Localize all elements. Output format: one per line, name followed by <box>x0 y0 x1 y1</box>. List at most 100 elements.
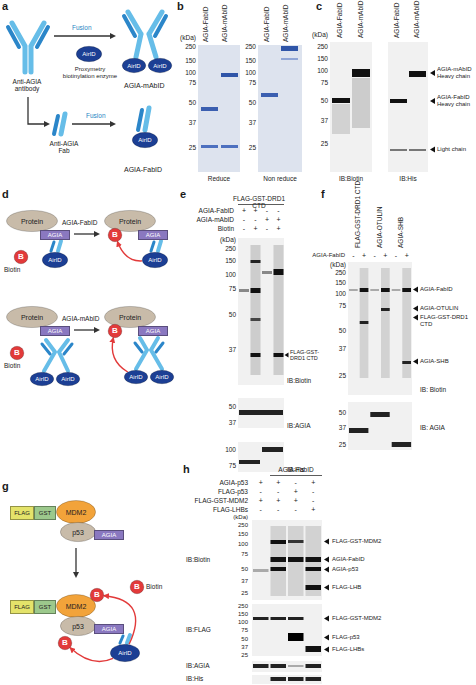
blot-image <box>262 447 283 452</box>
band-label: FLAG-LHBs <box>332 646 364 653</box>
blot-image <box>288 557 304 562</box>
biotin-circle: B <box>58 636 72 650</box>
blot-label: IB:Biotin <box>287 377 311 384</box>
node-text: GST <box>39 510 51 516</box>
band-pointer <box>324 585 329 591</box>
biotin-circle-fill <box>130 580 144 593</box>
sign-mark: - <box>251 216 261 224</box>
node-text: p53 <box>72 623 84 630</box>
lane-label: AGIA-mAbID <box>358 0 365 38</box>
blot-image <box>390 99 407 103</box>
mw-marker: 25 <box>228 652 248 659</box>
enzyme-circle: AirID <box>30 372 54 386</box>
blot-image <box>390 149 407 151</box>
band-label: AGIA-OTULIN <box>420 305 474 312</box>
blot-label: IB:AGIA <box>287 422 310 429</box>
sign-mark: - <box>370 252 380 260</box>
antibody-illustration <box>42 344 72 354</box>
condition-label: AGIA-FabID <box>300 252 345 259</box>
blot-image <box>381 268 390 378</box>
construct-label: AGIA-mAbID <box>62 315 100 322</box>
mw-marker: 50 <box>322 327 346 334</box>
enzyme-circle: AirID <box>56 372 80 386</box>
enzyme-circle-fill <box>30 372 54 385</box>
band-pointer <box>413 287 418 293</box>
blot-image <box>271 526 287 596</box>
unit-label: (kDa) <box>318 261 346 268</box>
biotinylation-arrow <box>112 338 127 372</box>
mw-marker: 75 <box>310 79 328 86</box>
band-pointer <box>285 70 436 653</box>
construct-label: FLAG-GST-DRD1 CTD <box>226 195 292 210</box>
biotin-circle: B <box>90 588 104 602</box>
biotinylation-arrow <box>104 596 136 645</box>
antibody-illustration <box>151 242 154 251</box>
node-text: GST <box>39 604 51 610</box>
sign-mark: + <box>291 497 301 505</box>
enzyme-circle-fill <box>110 644 139 661</box>
band-pointer <box>413 306 418 312</box>
enzyme-circle: AirID <box>76 46 102 62</box>
construct-label: AGIA-FabID <box>270 466 322 473</box>
protein-ellipse: p53 <box>60 522 96 542</box>
node-text: AirID <box>48 257 61 263</box>
blot-image <box>349 428 368 433</box>
biotinylation-arrow <box>70 648 113 662</box>
unit-label: (kDa) <box>308 31 328 38</box>
antibody-illustration <box>54 116 58 134</box>
caption-text: Proxymetry biotinylation enzyme <box>61 66 119 80</box>
unit-label: (kDa) <box>206 236 236 243</box>
node-text: Protein <box>21 218 43 225</box>
mw-marker: 100 <box>212 271 236 278</box>
band-pointer <box>430 70 435 76</box>
enzyme-circle-fill <box>142 252 167 267</box>
protein-ellipse-fill <box>56 594 95 617</box>
biotin-circle: B <box>10 346 24 360</box>
antibody-illustration <box>61 114 65 134</box>
molecule-label: Biotin <box>4 362 20 369</box>
mw-marker: 250 <box>228 603 248 610</box>
sign-mark: + <box>262 216 272 224</box>
gel-image <box>221 73 238 77</box>
biotin-circle: B <box>14 250 28 264</box>
panel-letter: b <box>177 0 184 13</box>
blot-image <box>271 664 287 668</box>
blot-label: IB:AGIA <box>186 662 209 669</box>
tag-box: AGIA <box>138 230 168 240</box>
sign-mark: - <box>391 252 401 260</box>
sign-mark: + <box>256 479 266 487</box>
protein-ellipse-fill <box>105 306 156 327</box>
blot-image <box>348 402 412 450</box>
band-label: AGIA-p53 <box>332 566 358 573</box>
panel-letter: a <box>2 0 8 13</box>
node-text: AirID <box>82 51 95 57</box>
blot-image <box>402 288 411 292</box>
sign-mark: - <box>291 506 301 514</box>
blot-image <box>409 149 426 151</box>
node-text: AirID <box>61 376 74 382</box>
condition-label: AGIA-mAbID <box>184 216 234 223</box>
mw-marker: 100 <box>322 290 346 297</box>
sign-mark: - <box>273 506 283 514</box>
band-label: FLAG-GST-MDM2 <box>332 615 381 622</box>
tag-box: AGIA <box>40 326 70 336</box>
mw-marker: 100 <box>240 69 256 76</box>
sign-mark: - <box>239 225 249 233</box>
blot-label: IB:Biotin <box>186 556 210 563</box>
blot-image <box>253 569 269 572</box>
blot-image <box>409 71 426 77</box>
enzyme-circle: AirID <box>150 370 174 384</box>
enzyme-circle-fill <box>56 372 80 385</box>
blot-image <box>306 585 322 590</box>
antibody-illustration <box>44 340 68 371</box>
panel-letter: g <box>2 480 9 493</box>
mw-marker: 25 <box>322 441 346 448</box>
sign-mark: - <box>348 252 358 260</box>
band-pointer <box>324 647 329 653</box>
sign-mark: + <box>251 225 261 233</box>
mw-marker: 37 <box>212 419 236 426</box>
biotin-circle-fill <box>90 588 104 601</box>
molecule-label: Biotin <box>4 266 20 273</box>
blot-image <box>238 398 284 428</box>
antibody-illustration <box>8 27 48 47</box>
